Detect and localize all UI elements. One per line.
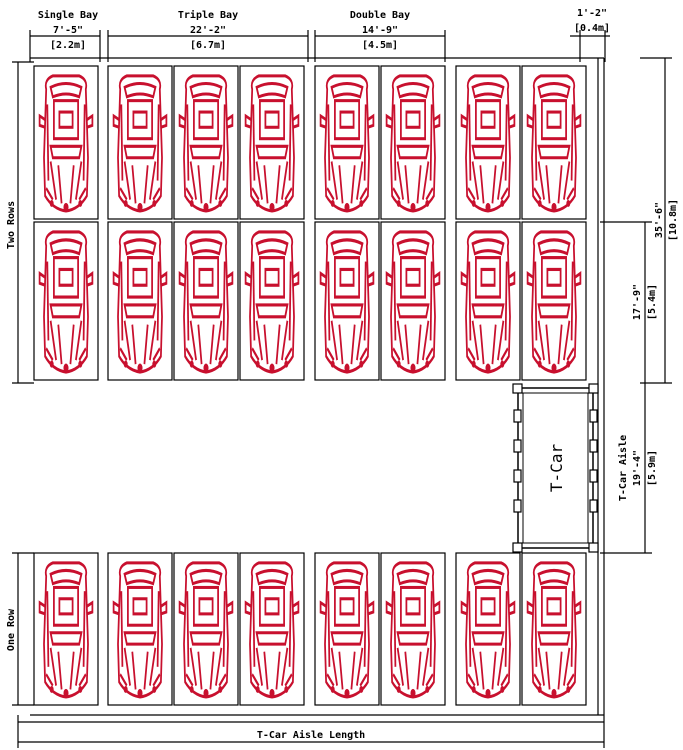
t-car-platform bbox=[512, 383, 599, 553]
parking-stall bbox=[455, 221, 521, 381]
parking-stall bbox=[107, 65, 173, 220]
aisle-label: T-Car Aisle bbox=[617, 435, 629, 501]
parking-stall bbox=[33, 221, 99, 381]
parking-stall bbox=[173, 65, 239, 220]
parking-stall bbox=[314, 552, 380, 706]
parking-stall bbox=[239, 221, 305, 381]
parking-stalls bbox=[33, 65, 587, 706]
parking-stall bbox=[380, 221, 446, 381]
parking-stall bbox=[455, 552, 521, 706]
parking-stall bbox=[314, 65, 380, 220]
single-bay-imperial: 7'-5" bbox=[53, 25, 83, 36]
parking-stall bbox=[33, 65, 99, 220]
right-dimensions bbox=[600, 57, 672, 554]
triple-bay-metric: [6.7m] bbox=[190, 40, 226, 51]
parking-stall bbox=[107, 552, 173, 706]
parking-stall bbox=[521, 221, 587, 381]
top-dimensions bbox=[29, 30, 610, 62]
parking-stall bbox=[455, 65, 521, 220]
parking-stall bbox=[380, 552, 446, 706]
double-bay-label: Double Bay bbox=[350, 10, 410, 21]
triple-bay-label: Triple Bay bbox=[178, 9, 238, 21]
parking-stall bbox=[521, 65, 587, 220]
parking-stall bbox=[239, 552, 305, 706]
total-depth-imperial: 35'-6" bbox=[654, 202, 665, 238]
bottom-dimension bbox=[17, 715, 605, 748]
aisle-length-label: T-Car Aisle Length bbox=[257, 729, 365, 741]
structure-boundary bbox=[30, 57, 605, 716]
triple-bay-imperial: 22'-2" bbox=[190, 25, 226, 36]
parking-stall bbox=[521, 552, 587, 706]
parking-stall bbox=[33, 552, 99, 706]
double-bay-imperial: 14'-9" bbox=[362, 25, 398, 36]
single-bay-label: Single Bay bbox=[38, 9, 98, 21]
parking-stall bbox=[239, 65, 305, 220]
stall-depth-imperial: 17'-9" bbox=[632, 284, 643, 320]
parking-stall bbox=[173, 221, 239, 381]
total-depth-metric: [10.8m] bbox=[668, 199, 679, 241]
t-car-label: T-Car bbox=[547, 444, 566, 493]
one-row-label: One Row bbox=[6, 608, 17, 651]
double-bay-metric: [4.5m] bbox=[362, 40, 398, 51]
parking-stall bbox=[314, 221, 380, 381]
gap-imperial: 1'-2" bbox=[577, 8, 607, 19]
aisle-imperial: 19'-4" bbox=[632, 450, 643, 486]
parking-stall bbox=[107, 221, 173, 381]
parking-stall bbox=[380, 65, 446, 220]
aisle-metric: [5.9m] bbox=[647, 450, 658, 486]
single-bay-metric: [2.2m] bbox=[50, 40, 86, 51]
parking-stall bbox=[173, 552, 239, 706]
left-dimensions bbox=[12, 61, 34, 706]
stall-depth-metric: [5.4m] bbox=[647, 284, 658, 320]
two-rows-label: Two Rows bbox=[6, 201, 17, 249]
gap-metric: [0.4m] bbox=[574, 23, 610, 34]
